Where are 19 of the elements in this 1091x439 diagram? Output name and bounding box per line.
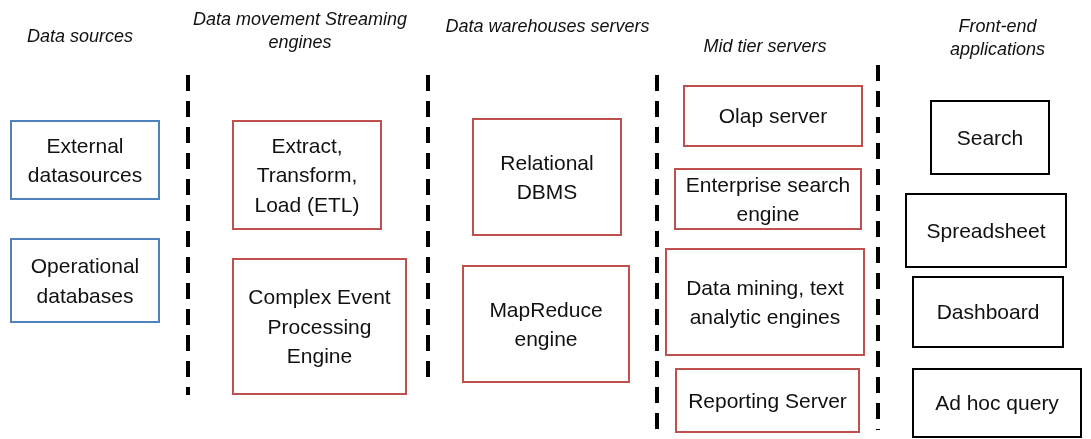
- column-heading: Data warehouses servers: [444, 15, 651, 38]
- component-box: Olap server: [683, 85, 863, 147]
- column-heading: Data sources: [25, 25, 135, 48]
- component-box: Complex Event Processing Engine: [232, 258, 407, 395]
- component-box: Data mining, text analytic engines: [665, 248, 865, 356]
- column-heading: Mid tier servers: [702, 35, 828, 58]
- component-box: Search: [930, 100, 1050, 175]
- column-heading: Data movement Streaming engines: [191, 8, 409, 55]
- component-box: Reporting Server: [675, 368, 860, 433]
- component-box: Spreadsheet: [905, 193, 1067, 268]
- component-box: Dashboard: [912, 276, 1064, 348]
- component-box: Enterprise search engine: [674, 168, 862, 230]
- component-box: Ad hoc query: [912, 368, 1082, 438]
- column-heading: Front-end applications: [948, 15, 1047, 62]
- component-box: MapReduce engine: [462, 265, 630, 383]
- component-box: Relational DBMS: [472, 118, 622, 236]
- component-box: Operational databases: [10, 238, 160, 323]
- component-box: External datasources: [10, 120, 160, 200]
- component-box: Extract, Transform, Load (ETL): [232, 120, 382, 230]
